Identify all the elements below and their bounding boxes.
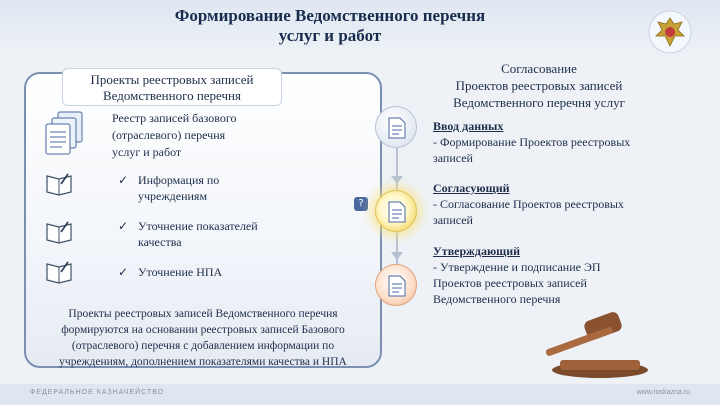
book-icon [46,221,72,244]
footer-band: ФЕДЕРАЛЬНОЕ КАЗНАЧЕЙСТВО www.roskazna.ru [0,384,720,405]
footer-link[interactable]: www.roskazna.ru [636,389,690,396]
step-desc-line: Ведомственного перечня [433,292,561,306]
step-input-node[interactable] [375,106,417,148]
list-item-label: Уточнение НПА [138,265,223,279]
list-item-label: учреждениям [138,189,208,203]
list-item-info: ✓ Информация по учреждениям [118,172,220,204]
step-desc-line: записей [433,151,473,165]
step-desc-line: записей [433,213,473,227]
page-title-line2: услуг и работ [278,26,382,45]
step-desc-line: - Согласование Проектов реестровых [433,197,624,211]
check-icon: ✓ [118,265,129,279]
header-band [0,0,720,58]
left-footnote: Проекты реестровых записей Ведомственног… [24,306,382,370]
right-heading-line3: Ведомственного перечня услуг [453,95,625,110]
registry-line2: (отраслевого) перечня [112,128,226,142]
step-sign-node[interactable] [375,264,417,306]
list-item-quality: ✓ Уточнение показателей качества [118,218,258,250]
help-icon[interactable]: ? [354,197,368,211]
step-desc-line: - Формирование Проектов реестровых [433,135,631,149]
step-sign: Утверждающий - Утверждение и подписание … [433,243,683,307]
footnote-line4: учреждениям, дополнением показателями ка… [59,356,347,368]
footnote-line2: формируются на основании реестровых запи… [61,324,345,336]
step-approval: Согласующий - Согласование Проектов реес… [433,180,683,228]
arrow-down-icon [391,252,403,260]
left-heading-line2: Ведомственного перечня [103,88,241,103]
step-desc-line: - Утверждение и подписание ЭП [433,260,601,274]
list-item-label: Уточнение показателей [138,219,258,233]
list-item-label: Информация по [138,173,220,187]
right-heading-line1: Согласование [501,61,577,76]
left-heading-line1: Проекты реестровых записей [90,72,254,87]
registry-line3: услуг и работ [112,145,182,159]
left-panel [24,72,382,368]
right-heading: Согласование Проектов реестровых записей… [424,60,654,111]
book-icon [46,173,72,196]
book-icon [46,261,72,284]
left-panel-heading: Проекты реестровых записей Ведомственног… [62,68,282,106]
footnote-line1: Проекты реестровых записей Ведомственног… [68,308,338,320]
emblem-icon [648,10,692,54]
arrow-down-icon [391,176,403,184]
list-item-npa: ✓ Уточнение НПА [118,264,223,280]
gavel-icon [545,312,648,378]
documents-stack-icon [45,111,83,155]
list-item-label: качества [138,235,182,249]
document-icon [388,275,406,297]
step-desc-line: Проектов реестровых записей [433,276,587,290]
step-input: Ввод данных - Формирование Проектов реес… [433,118,683,166]
registry-line1: Реестр записей базового [112,111,237,125]
check-icon: ✓ [118,219,129,233]
step-title: Ввод данных [433,119,504,133]
page-title: Формирование Ведомственного перечня услу… [120,6,540,46]
check-icon: ✓ [118,173,129,187]
step-title: Утверждающий [433,244,521,258]
step-title: Согласующий [433,181,510,195]
document-icon [388,117,406,139]
registry-description: Реестр записей базового (отраслевого) пе… [112,110,312,161]
footnote-line3: (отраслевого) перечня с добавлением инфо… [71,340,335,352]
document-icon [388,201,406,223]
step-approval-node[interactable] [375,190,417,232]
footer-org: ФЕДЕРАЛЬНОЕ КАЗНАЧЕЙСТВО [30,389,165,396]
right-heading-line2: Проектов реестровых записей [455,78,623,93]
page-title-line1: Формирование Ведомственного перечня [174,6,486,25]
